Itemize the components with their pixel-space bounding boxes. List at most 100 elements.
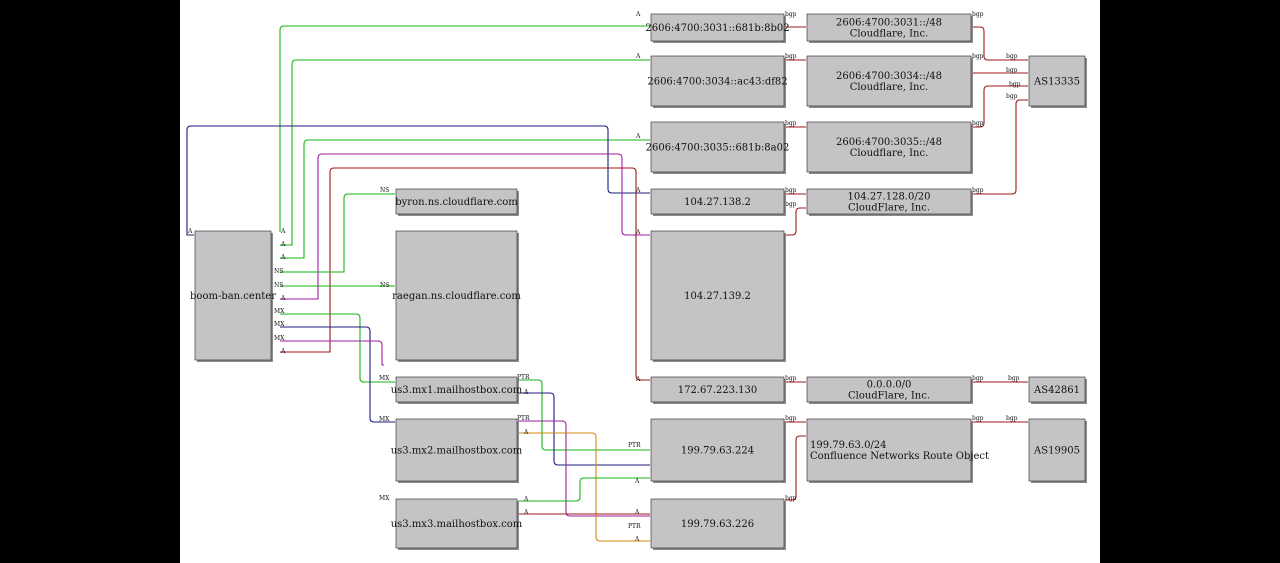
node-label: raegan.ns.cloudflare.com — [392, 291, 521, 302]
node-mx2[interactable]: us3.mx2.mailhostbox.com — [391, 418, 523, 483]
node-box[interactable] — [395, 230, 518, 361]
node-label: 2606:4700:3035::681b:8a02 — [646, 143, 790, 154]
edge-domain-ip4b: AA — [280, 153, 650, 302]
node-box[interactable] — [650, 418, 785, 482]
node-box[interactable] — [395, 418, 518, 482]
edge-label: PTR — [628, 442, 641, 449]
edge-line — [280, 139, 650, 259]
node-label: us3.mx3.mailhostbox.com — [391, 519, 523, 530]
node-box[interactable] — [806, 188, 972, 215]
node-as2[interactable]: AS42861 — [1028, 376, 1087, 404]
edge-label: A — [634, 536, 640, 543]
edge-label: bgp — [785, 53, 797, 60]
node-ip4a[interactable]: 104.27.138.2 — [650, 188, 786, 216]
edge-label: NS — [380, 187, 389, 194]
node-box[interactable] — [806, 418, 972, 482]
node-label: 199.79.63.224 — [681, 446, 754, 457]
edge-line — [518, 392, 650, 466]
node-byron[interactable]: byron.ns.cloudflare.com — [395, 188, 519, 216]
node-label: CloudFlare, Inc. — [848, 203, 930, 214]
node-label: boom-ban.center — [190, 291, 276, 302]
edge-line — [972, 99, 1028, 195]
edge-label: bgp — [785, 495, 797, 502]
edge-label: bgp — [1006, 67, 1018, 74]
edge-line — [186, 125, 650, 236]
node-box[interactable] — [650, 230, 785, 361]
node-ip6c[interactable]: 2606:4700:3035::681b:8a02 — [646, 121, 790, 174]
edge-domain-ip6c: AA — [280, 133, 650, 261]
node-ip6a[interactable]: 2606:4700:3031::681b:8b02 — [645, 13, 790, 43]
edge-label: bgp — [785, 415, 797, 422]
edge-label: A — [635, 376, 641, 383]
node-box[interactable] — [194, 230, 272, 361]
node-box[interactable] — [1028, 418, 1086, 482]
node-label: 172.67.223.130 — [678, 385, 758, 396]
node-as3[interactable]: AS19905 — [1028, 418, 1087, 483]
node-box[interactable] — [650, 376, 785, 403]
node-box[interactable] — [395, 376, 518, 403]
node-ip4b[interactable]: 104.27.139.2 — [650, 230, 786, 362]
edge-line — [518, 477, 650, 502]
node-label: us3.mx1.mailhostbox.com — [391, 385, 523, 396]
node-box[interactable] — [650, 188, 785, 215]
node-box[interactable] — [1028, 376, 1086, 403]
node-label: Cloudflare, Inc. — [850, 82, 929, 93]
edge-label: NS — [274, 282, 283, 289]
node-box[interactable] — [1028, 55, 1086, 107]
edge-label: NS — [380, 282, 389, 289]
edge-label: A — [280, 254, 286, 261]
node-box[interactable] — [806, 55, 972, 107]
node-domain[interactable]: boom-ban.center — [190, 230, 276, 362]
node-box[interactable] — [395, 188, 518, 215]
node-ip6b[interactable]: 2606:4700:3034::ac43:df82 — [647, 55, 788, 108]
edge-label: bgp — [785, 201, 797, 208]
node-label: 104.27.128.0/20 — [848, 192, 931, 203]
edge-label: A — [635, 187, 641, 194]
edge-label: bgp — [1006, 415, 1018, 422]
node-label: 2606:4700:3031::681b:8b02 — [645, 23, 789, 34]
node-ip4d[interactable]: 199.79.63.224 — [650, 418, 786, 483]
edge-domain-raegan: NS NS — [274, 282, 395, 289]
edge-line — [518, 420, 650, 517]
node-box[interactable] — [650, 13, 785, 42]
edge-label: PTR — [517, 374, 530, 381]
node-box[interactable] — [395, 498, 518, 549]
node-label: 2606:4700:3035::/48 — [836, 137, 942, 148]
node-label: byron.ns.cloudflare.com — [395, 197, 518, 208]
node-box[interactable] — [650, 55, 785, 107]
edge-label: bgp — [972, 375, 984, 382]
node-mx1[interactable]: us3.mx1.mailhostbox.com — [391, 376, 523, 404]
node-box[interactable] — [806, 376, 972, 403]
edge-line — [280, 313, 395, 383]
node-box[interactable] — [806, 121, 972, 173]
node-as1[interactable]: AS13335 — [1028, 55, 1087, 108]
edge-line — [280, 167, 650, 381]
nodes-layer: boom-ban.center byron.ns.cloudflare.com ra… — [190, 13, 1087, 550]
edge-domain-ip6a: AA — [279, 11, 650, 235]
node-box[interactable] — [650, 121, 785, 173]
node-ip4e[interactable]: 199.79.63.226 — [650, 498, 786, 550]
edge-domain-ip6b: AA — [280, 53, 650, 248]
node-ip4c[interactable]: 172.67.223.130 — [650, 376, 786, 404]
edge-label: bgp — [785, 120, 797, 127]
node-mx3[interactable]: us3.mx3.mailhostbox.com — [391, 498, 523, 550]
edge-ip4e-net4c: bgp — [785, 435, 806, 502]
edge-label: A — [280, 295, 286, 302]
edge-label: MX — [379, 416, 390, 423]
node-raegan[interactable]: raegan.ns.cloudflare.com — [392, 230, 521, 362]
node-box[interactable] — [650, 498, 785, 549]
edge-label: MX — [379, 375, 390, 382]
node-box[interactable] — [806, 13, 972, 42]
